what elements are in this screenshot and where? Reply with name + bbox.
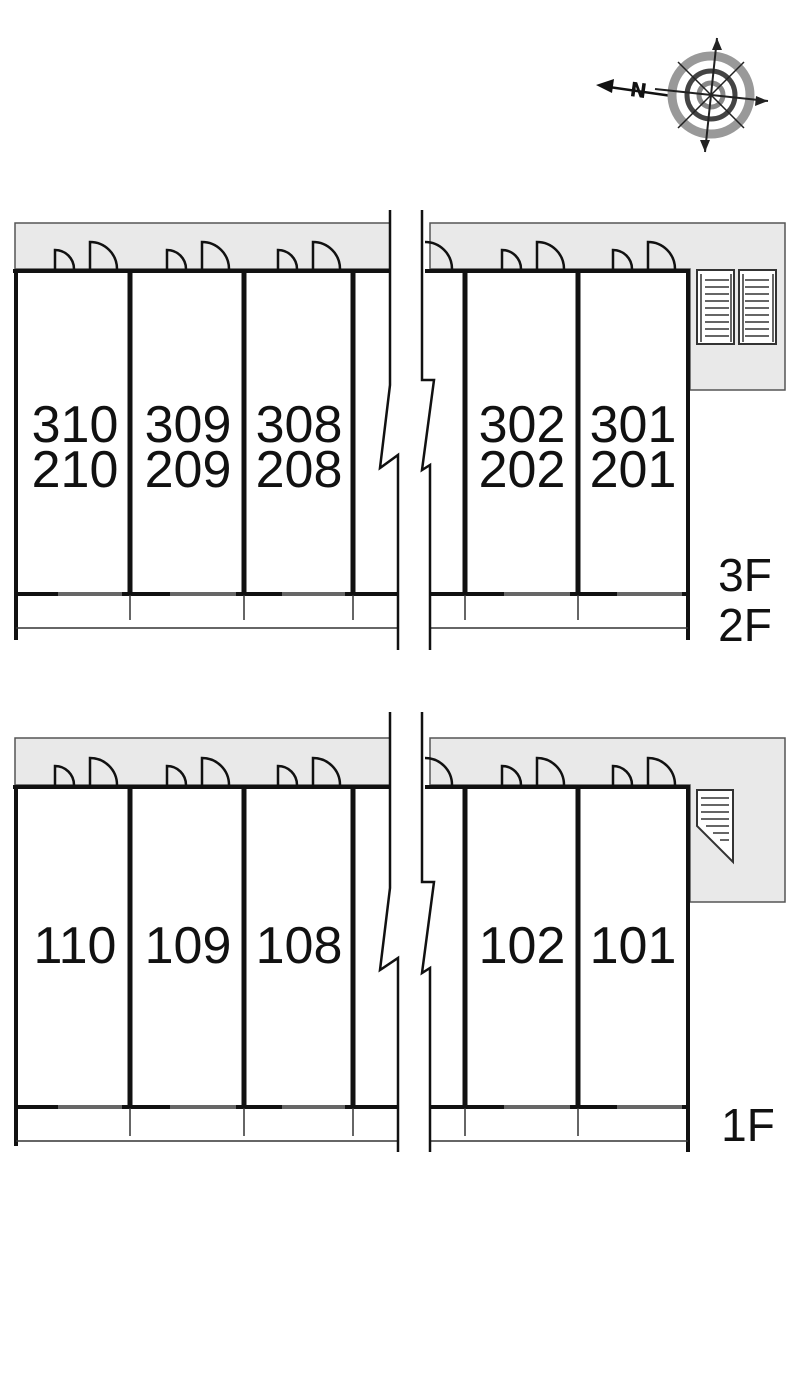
door-icon [424, 756, 454, 786]
upper-staircases [696, 269, 777, 345]
compass-north-label: N [628, 77, 648, 103]
ground-floor-plan: 110 109 108 102 101 1F [13, 712, 786, 1152]
room-number: 310 [32, 396, 119, 454]
compass-rose-icon [654, 37, 769, 153]
room-number: 110 [34, 917, 117, 975]
upper-room-labels: 310 210 309 209 308 208 302 202 301 201 [32, 396, 677, 499]
door-icon [500, 240, 566, 270]
upper-break-line [378, 210, 436, 650]
door-icon [165, 756, 231, 786]
upper-floor-plan: 310 210 309 209 308 208 302 202 301 201 … [13, 210, 786, 651]
door-icon [611, 756, 677, 786]
door-icon [276, 756, 342, 786]
room-number: 102 [479, 917, 566, 975]
door-icon [276, 240, 342, 270]
room-number: 109 [145, 917, 232, 975]
door-icon [53, 756, 119, 786]
room-number: 202 [479, 441, 566, 499]
ground-staircase [696, 789, 734, 865]
room-number: 302 [479, 396, 566, 454]
room-number: 309 [145, 396, 232, 454]
door-icon [500, 756, 566, 786]
upper-balcony [16, 595, 688, 629]
floor-label: 1F [721, 1099, 775, 1151]
door-icon [424, 240, 454, 270]
room-number: 201 [590, 441, 677, 499]
room-number: 210 [32, 441, 119, 499]
upper-doors [53, 240, 677, 270]
north-arrow-icon: N [596, 77, 673, 103]
ground-terrace [16, 1108, 688, 1142]
compass: N [596, 37, 769, 153]
door-icon [611, 240, 677, 270]
room-number: 108 [256, 917, 343, 975]
room-number: 308 [256, 396, 343, 454]
floor-label: 2F [718, 599, 772, 651]
door-icon [165, 240, 231, 270]
ground-room-labels: 110 109 108 102 101 [34, 917, 677, 975]
floor-label: 3F [718, 549, 772, 601]
room-number: 209 [145, 441, 232, 499]
room-number: 101 [590, 917, 677, 975]
room-number: 301 [590, 396, 677, 454]
ground-break-line [378, 712, 436, 1152]
room-number: 208 [256, 441, 343, 499]
door-icon [53, 240, 119, 270]
ground-doors [53, 756, 677, 786]
